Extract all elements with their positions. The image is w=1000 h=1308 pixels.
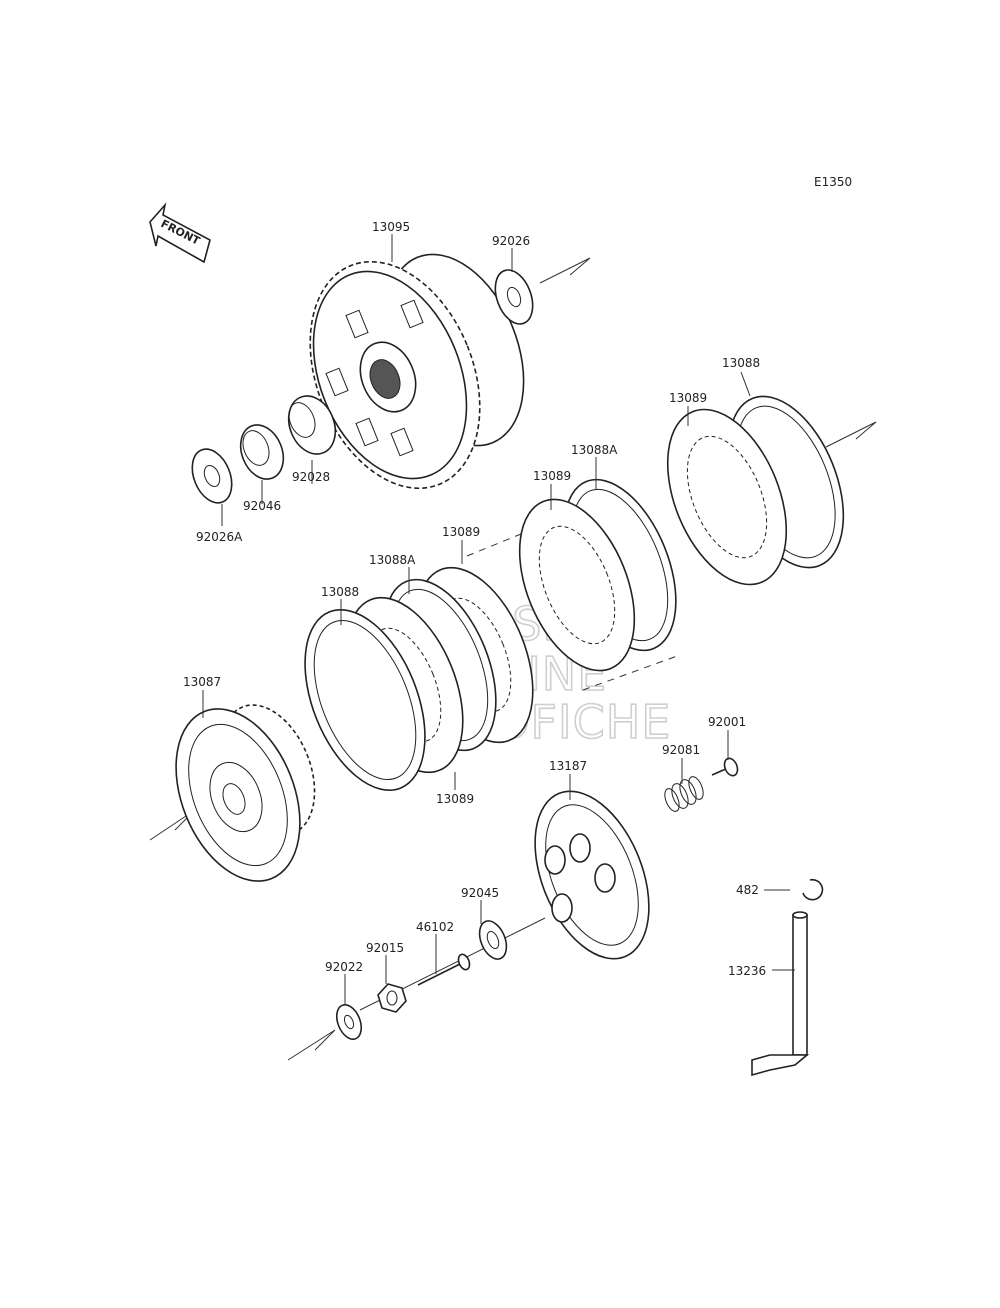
front-arrow-icon: FRONT	[149, 202, 211, 264]
needle-bearing-92046	[239, 424, 285, 480]
diagram-code: E1350	[814, 175, 852, 189]
part-label-13236[interactable]: 13236	[728, 964, 766, 978]
bolt-92001	[711, 757, 739, 777]
part-label-92015[interactable]: 92015	[366, 941, 404, 955]
nut-92015	[377, 983, 407, 1013]
part-label-13187[interactable]: 13187	[549, 759, 587, 773]
part-label-13088a-top[interactable]: 13088A	[571, 443, 618, 457]
part-label-13088-top[interactable]: 13088	[722, 356, 760, 370]
part-label-92028[interactable]: 92028	[292, 470, 330, 484]
part-label-13089-low[interactable]: 13089	[436, 792, 474, 806]
part-label-46102[interactable]: 46102	[416, 920, 454, 934]
part-label-92045[interactable]: 92045	[461, 886, 499, 900]
pushrod-46102	[417, 953, 471, 986]
part-label-92081[interactable]: 92081	[662, 743, 700, 757]
part-label-92022[interactable]: 92022	[325, 960, 363, 974]
circlip-482	[802, 878, 824, 901]
part-label-13088a-mid[interactable]: 13088A	[369, 553, 416, 567]
washer-92026	[494, 269, 534, 325]
part-labels: 13095 92026 92028 92046 92026A 13088 130…	[183, 220, 766, 978]
part-label-13088-left[interactable]: 13088	[321, 585, 359, 599]
bearing-92045	[478, 920, 508, 960]
washer-92022	[335, 1004, 363, 1040]
part-label-13089-top[interactable]: 13089	[669, 391, 707, 405]
clutch-housing-13095	[309, 253, 525, 490]
part-label-92046[interactable]: 92046	[243, 499, 281, 513]
release-shaft-13236	[751, 911, 810, 1077]
part-label-92001[interactable]: 92001	[708, 715, 746, 729]
friction-plate-13088-left	[304, 608, 426, 792]
sleeve-92028	[287, 395, 337, 455]
part-label-13089-mid2[interactable]: 13089	[442, 525, 480, 539]
leader-lines	[202, 234, 795, 1004]
washer-92026a	[191, 448, 233, 504]
part-label-92026[interactable]: 92026	[492, 234, 530, 248]
steel-plate-13089-top	[666, 408, 788, 586]
spring-92081	[664, 776, 704, 812]
part-label-13095[interactable]: 13095	[372, 220, 410, 234]
part-label-13089-mid[interactable]: 13089	[533, 469, 571, 483]
part-label-92026a[interactable]: 92026A	[196, 530, 243, 544]
steel-plate-13089-mid	[518, 498, 636, 672]
pressure-plate-13187	[534, 790, 650, 960]
part-label-482[interactable]: 482	[736, 883, 759, 897]
clutch-hub-13087	[175, 704, 316, 882]
part-label-13087[interactable]: 13087	[183, 675, 221, 689]
